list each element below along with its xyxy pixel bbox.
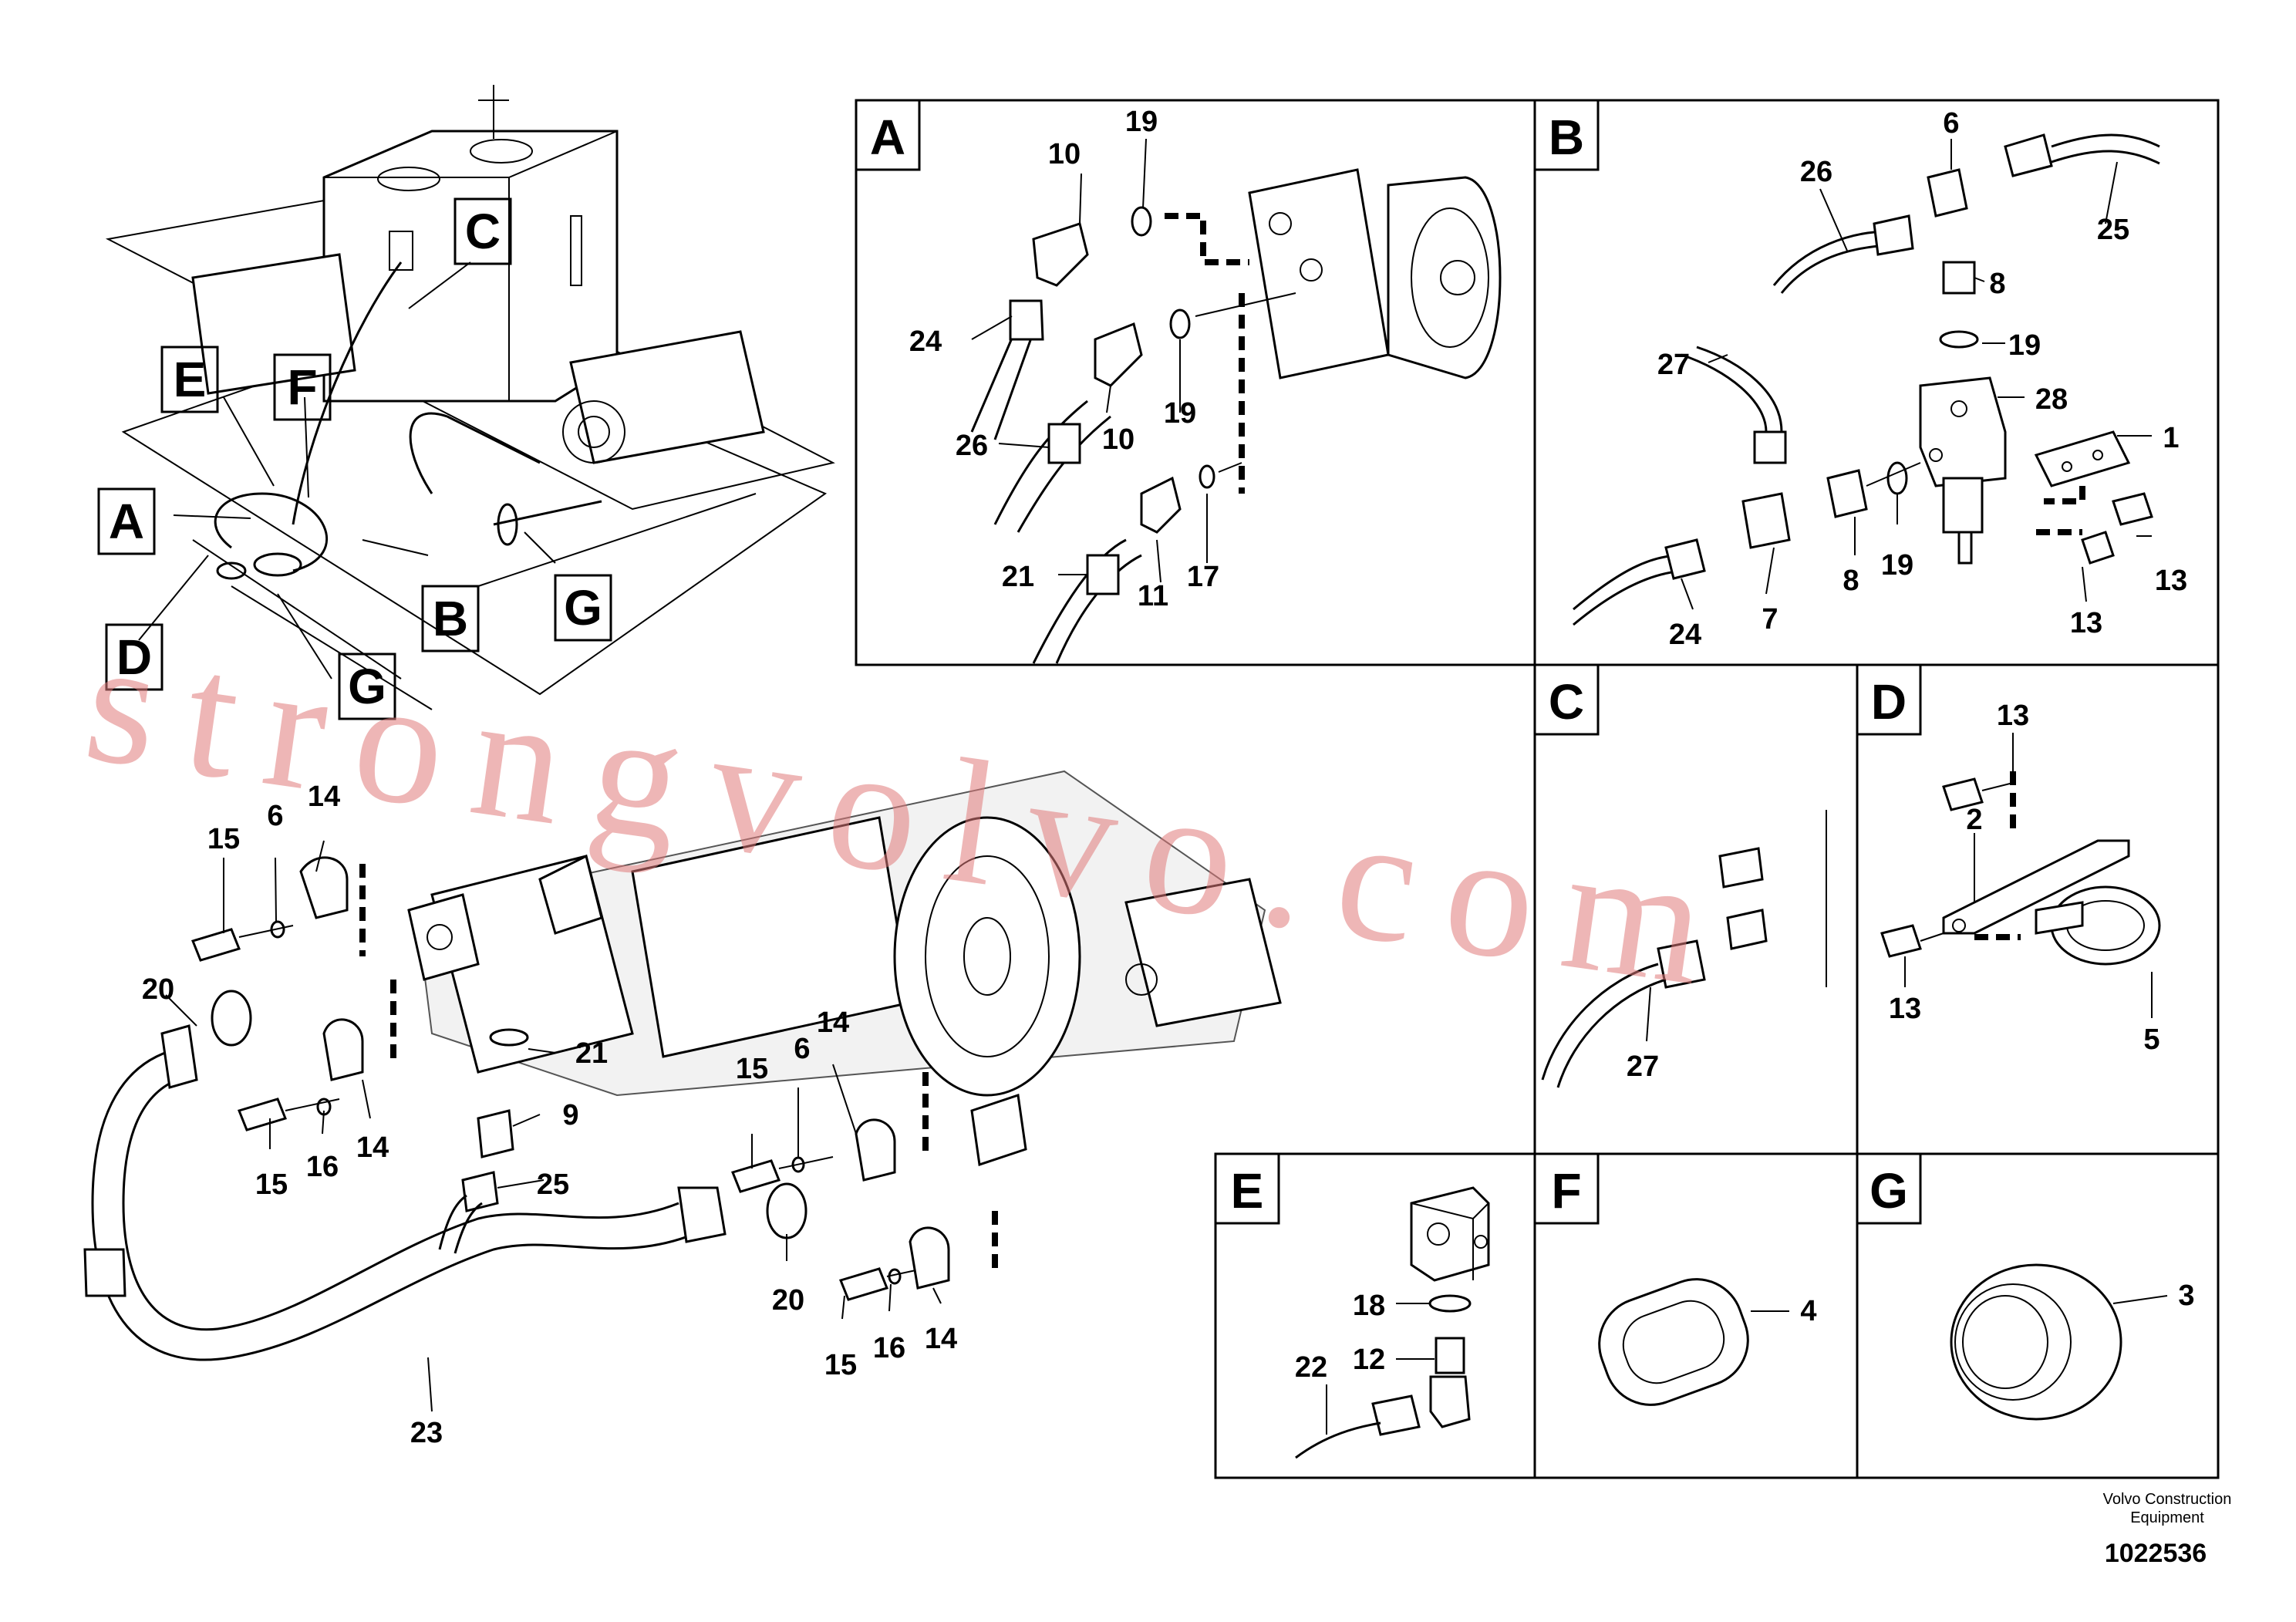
svg-text:4: 4 xyxy=(1800,1295,1816,1327)
svg-text:7: 7 xyxy=(1762,603,1778,636)
svg-text:E: E xyxy=(1231,1163,1264,1219)
callout: 6 xyxy=(267,800,283,832)
callout: 20 xyxy=(772,1284,804,1317)
callout: 23 xyxy=(410,1417,443,1449)
svg-text:12: 12 xyxy=(1353,1344,1385,1376)
svg-text:24: 24 xyxy=(1669,619,1701,651)
panel-e: E 18 12 22 xyxy=(1214,1152,1536,1479)
svg-text:1: 1 xyxy=(2163,422,2179,454)
callout: 16 xyxy=(873,1332,905,1364)
svg-text:E: E xyxy=(174,352,207,407)
svg-text:10: 10 xyxy=(1048,138,1081,170)
svg-text:26: 26 xyxy=(956,430,988,462)
svg-text:27: 27 xyxy=(1627,1050,1659,1083)
overview-label-f: F xyxy=(273,353,332,421)
callout: 15 xyxy=(207,823,240,855)
svg-text:17: 17 xyxy=(1187,561,1219,593)
callout: 6 xyxy=(794,1033,810,1065)
svg-text:8: 8 xyxy=(1989,268,2005,300)
callout: 25 xyxy=(537,1168,569,1201)
callout: 14 xyxy=(356,1131,389,1164)
svg-text:8: 8 xyxy=(1843,565,1859,597)
callout: 15 xyxy=(736,1053,768,1085)
svg-text:3: 3 xyxy=(2178,1280,2194,1312)
panel-f: F 4 xyxy=(1533,1152,1859,1479)
svg-text:25: 25 xyxy=(2097,214,2129,246)
main-pump-assembly xyxy=(407,770,1282,1166)
credit-line-2: Equipment xyxy=(2130,1509,2204,1526)
callout: 21 xyxy=(575,1037,608,1070)
svg-text:B: B xyxy=(433,591,468,646)
main-leaders xyxy=(165,840,942,1412)
panel-g: G 3 xyxy=(1856,1152,2220,1479)
svg-text:5: 5 xyxy=(2143,1023,2159,1056)
overview-label-g-left: G xyxy=(338,653,396,720)
svg-text:C: C xyxy=(465,204,501,259)
svg-text:6: 6 xyxy=(1943,107,1959,140)
overview-label-e: E xyxy=(160,346,219,413)
overview-label-c: C xyxy=(453,197,512,265)
main-hose-23 xyxy=(83,990,807,1361)
svg-text:C: C xyxy=(1549,674,1584,730)
svg-text:G: G xyxy=(564,580,602,636)
svg-text:G: G xyxy=(348,659,386,714)
svg-text:18: 18 xyxy=(1353,1290,1385,1322)
svg-text:13: 13 xyxy=(1889,993,1921,1025)
overview-label-d: D xyxy=(105,623,164,691)
svg-text:2: 2 xyxy=(1966,804,1982,836)
svg-text:24: 24 xyxy=(909,325,942,358)
svg-text:11: 11 xyxy=(1138,580,1168,612)
svg-text:G: G xyxy=(1870,1163,1908,1219)
svg-text:26: 26 xyxy=(1800,156,1832,188)
callout: 16 xyxy=(306,1151,339,1183)
svg-text:D: D xyxy=(1871,674,1907,730)
svg-text:19: 19 xyxy=(1881,549,1913,582)
svg-text:27: 27 xyxy=(1657,349,1690,381)
svg-text:D: D xyxy=(116,629,152,685)
svg-text:13: 13 xyxy=(1997,700,2029,732)
svg-text:13: 13 xyxy=(2155,565,2187,597)
svg-text:28: 28 xyxy=(2035,383,2068,416)
callout: 15 xyxy=(824,1349,857,1381)
overview-label-a: A xyxy=(97,487,156,555)
panel-b: B 6 26 25 8 19 xyxy=(1533,99,2220,666)
svg-text:B: B xyxy=(1549,110,1584,165)
callout: 9 xyxy=(562,1099,578,1131)
panel-a: A 19 10 24 26 10 19 21 11 17 xyxy=(855,99,1536,666)
svg-text:19: 19 xyxy=(1125,106,1158,138)
part-number: 1022536 xyxy=(2105,1539,2207,1568)
svg-text:F: F xyxy=(1551,1163,1581,1219)
overview-label-g-right: G xyxy=(554,574,612,642)
svg-text:F: F xyxy=(287,359,317,415)
overview-machine xyxy=(105,85,835,710)
svg-text:A: A xyxy=(109,494,144,549)
panel-d: D 13 2 13 5 xyxy=(1856,663,2220,1155)
svg-text:10: 10 xyxy=(1102,423,1135,456)
svg-text:22: 22 xyxy=(1295,1351,1327,1384)
credit-line-1: Volvo Construction xyxy=(2103,1491,2232,1508)
svg-text:19: 19 xyxy=(2008,329,2041,362)
svg-text:A: A xyxy=(870,110,905,165)
callout: 14 xyxy=(817,1007,849,1039)
callout: 14 xyxy=(925,1323,957,1355)
overview-label-b: B xyxy=(421,585,480,653)
callout: 20 xyxy=(142,973,174,1006)
clamp-hardware xyxy=(190,856,998,1301)
svg-text:21: 21 xyxy=(1002,561,1034,593)
callout: 15 xyxy=(255,1168,288,1201)
svg-text:19: 19 xyxy=(1164,397,1196,430)
callout: 14 xyxy=(308,781,340,813)
svg-text:13: 13 xyxy=(2070,607,2102,639)
